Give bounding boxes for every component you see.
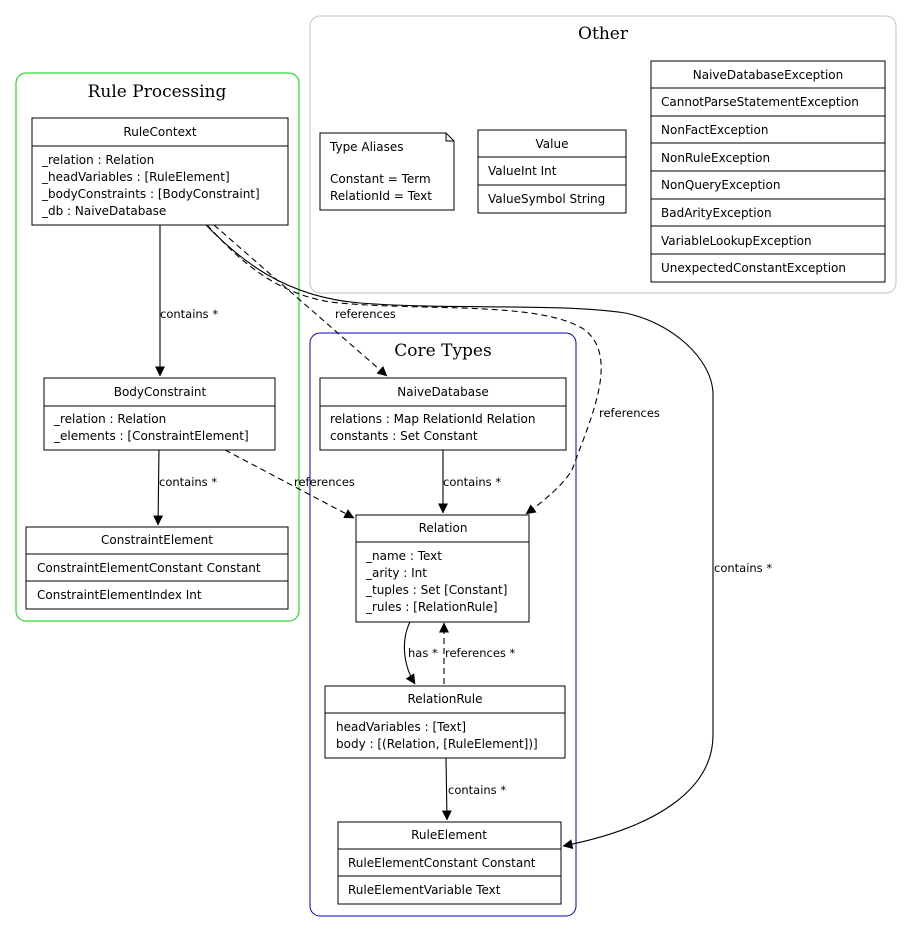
field: body : [(Relation, [RuleElement])] (336, 737, 538, 751)
cluster-other: Other (309, 15, 897, 294)
edge-label: contains * (443, 475, 501, 489)
node-naivedatabaseexception[interactable]: NaiveDatabaseException CannotParseStatem… (650, 60, 886, 283)
note-title: Type Aliases (329, 140, 404, 154)
node-constraintelement[interactable]: ConstraintElement ConstraintElementConst… (25, 526, 289, 610)
node-value[interactable]: Value ValueInt Int ValueSymbol String (477, 129, 627, 214)
cluster-rule-processing-border (15, 72, 300, 622)
constructor: BadArityException (661, 206, 772, 220)
field: constants : Set Constant (330, 429, 478, 443)
edge-label: has * (408, 646, 438, 660)
constructor: RuleElementConstant Constant (348, 856, 536, 870)
constructor: RuleElementVariable Text (348, 883, 501, 897)
field: _elements : [ConstraintElement] (53, 429, 249, 443)
constructor: ValueSymbol String (488, 192, 605, 206)
node-title: NaiveDatabaseException (693, 68, 843, 82)
edge-label: contains * (160, 307, 218, 321)
node-relationrule[interactable]: RelationRule headVariables : [Text] body… (324, 685, 566, 759)
cluster-core-types-border (309, 332, 577, 917)
edge-label: references (335, 307, 396, 321)
edge-rulecontext-ruleelement: contains * (205, 224, 772, 850)
constructor: ValueInt Int (488, 164, 557, 178)
edge-rulecontext-bodyconstraint: contains * (155, 225, 218, 377)
field: _tuples : Set [Constant] (365, 583, 507, 597)
field: _headVariables : [RuleElement] (41, 170, 230, 184)
edge-label: contains * (714, 561, 772, 575)
field: relations : Map RelationId Relation (330, 412, 535, 426)
node-title: Relation (419, 521, 468, 535)
node-title: Value (536, 137, 569, 151)
edge-rulecontext-naivedatabase: references (213, 224, 396, 377)
field: _db : NaiveDatabase (41, 204, 166, 218)
field: _arity : Int (365, 566, 427, 580)
node-title: RuleElement (411, 828, 487, 842)
node-title: BodyConstraint (114, 385, 207, 399)
node-title: RelationRule (408, 692, 483, 706)
edge-label: contains * (159, 475, 217, 489)
edge-naivedatabase-relation: contains * (438, 450, 501, 514)
note-line: RelationId = Text (330, 189, 432, 203)
constructor: NonFactException (661, 123, 768, 137)
edge-label: references (294, 475, 355, 489)
constructor: NonRuleException (661, 151, 770, 165)
field: _bodyConstraints : [BodyConstraint] (41, 187, 260, 201)
node-relation[interactable]: Relation _name : Text _arity : Int _tupl… (355, 514, 530, 623)
field: headVariables : [Text] (336, 720, 466, 734)
edge-label: references * (445, 646, 516, 660)
node-ruleelement[interactable]: RuleElement RuleElementConstant Constant… (337, 821, 562, 905)
cluster-other-title: Other (578, 24, 629, 44)
field: _relation : Relation (53, 412, 166, 426)
node-title: NaiveDatabase (397, 385, 488, 399)
node-rulecontext[interactable]: RuleContext _relation : Relation _headVa… (31, 117, 289, 226)
node-title: RuleContext (123, 125, 196, 139)
constructor: UnexpectedConstantException (661, 261, 846, 275)
cluster-other-border (309, 15, 897, 294)
cluster-rule-processing: Rule Processing (15, 72, 300, 622)
edge-relationrule-ruleelement: contains * (441, 757, 506, 821)
cluster-core-types: Core Types (309, 332, 577, 917)
node-title: ConstraintElement (101, 533, 213, 547)
edge-rulecontext-relation: references (206, 224, 660, 515)
field: _rules : [RelationRule] (365, 600, 498, 614)
node-naivedatabase[interactable]: NaiveDatabase relations : Map RelationId… (319, 377, 567, 451)
constructor: NonQueryException (661, 178, 780, 192)
edge-relationrule-relation: references * (439, 622, 516, 684)
constructor: ConstraintElementIndex Int (37, 588, 202, 602)
node-type-aliases[interactable]: Type Aliases Constant = Term RelationId … (319, 132, 455, 211)
edge-bodyconstraint-constraintelement: contains * (153, 449, 217, 526)
constructor: VariableLookupException (661, 234, 812, 248)
edge-relation-relationrule: has * (403, 621, 438, 685)
node-bodyconstraint[interactable]: BodyConstraint _relation : Relation _ele… (43, 377, 276, 451)
edge-label: contains * (448, 783, 506, 797)
edge-label: references (599, 406, 660, 420)
field: _relation : Relation (41, 153, 154, 167)
field: _name : Text (365, 549, 442, 563)
cluster-core-types-title: Core Types (394, 341, 491, 361)
constructor: CannotParseStatementException (661, 95, 859, 109)
edge-bodyconstraint-relation: references (224, 449, 355, 519)
cluster-rule-processing-title: Rule Processing (88, 82, 227, 102)
note-line: Constant = Term (330, 172, 431, 186)
constructor: ConstraintElementConstant Constant (37, 561, 261, 575)
